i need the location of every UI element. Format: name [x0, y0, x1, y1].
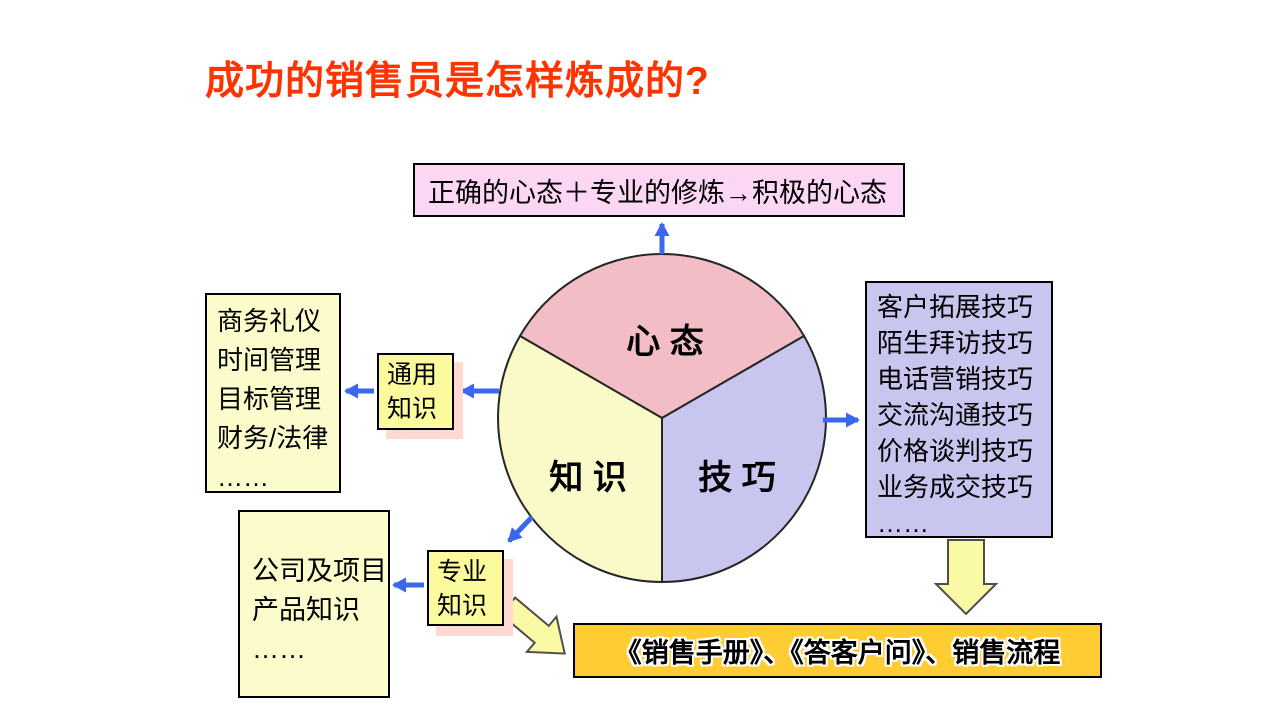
- list-item: 客户拓展技巧: [877, 292, 1034, 322]
- list-item: ……: [252, 634, 306, 664]
- list-item: 价格谈判技巧: [877, 436, 1034, 466]
- block-arrow-down-icon: [933, 539, 999, 616]
- list-item: 交流沟通技巧: [877, 400, 1034, 430]
- pie-slice-mindset: [518, 253, 806, 420]
- professional-knowledge-label-line: 知识: [437, 592, 488, 620]
- list-item: 产品知识: [252, 595, 360, 625]
- list-item: 商务礼仪: [217, 306, 322, 336]
- list-item: 陌生拜访技巧: [877, 328, 1034, 358]
- pie-label-knowledge: 知 识: [549, 459, 627, 497]
- list-item: 财务/法律: [217, 423, 329, 453]
- mindset-formula-text: 正确的心态＋专业的修炼→积极的心态: [428, 177, 887, 208]
- pie-label-skill: 技 巧: [698, 459, 776, 497]
- list-item: ……: [877, 508, 929, 538]
- list-item: 业务成交技巧: [877, 472, 1034, 502]
- slide-title: 成功的销售员是怎样炼成的?: [205, 60, 710, 103]
- pie-slice-knowledge: [497, 334, 663, 584]
- list-item: 目标管理: [217, 384, 322, 414]
- general-knowledge-label-line: 通用: [387, 361, 438, 389]
- professional-knowledge-label-line: 专业: [437, 558, 488, 586]
- company-product-knowledge-box: 公司及项目 产品知识 ……: [238, 510, 390, 698]
- list-item: 公司及项目: [252, 556, 387, 586]
- sales-materials-bar: 《销售手册》、《答客户问》、销售流程: [573, 623, 1102, 678]
- mindset-formula-box: 正确的心态＋专业的修炼→积极的心态: [413, 163, 905, 217]
- pie-label-mindset: 心 态: [626, 323, 704, 361]
- list-item: 时间管理: [217, 345, 322, 375]
- pie-slice-skill: [661, 334, 827, 584]
- list-item: ……: [217, 462, 269, 492]
- general-knowledge-box: 通用 知识: [377, 353, 454, 430]
- sales-materials-text: 《销售手册》、《答客户问》、销售流程: [614, 638, 1061, 668]
- list-item: 电话营销技巧: [877, 364, 1034, 394]
- skills-detail-box: 客户拓展技巧 陌生拜访技巧 电话营销技巧 交流沟通技巧 价格谈判技巧 业务成交技…: [865, 281, 1053, 538]
- general-knowledge-label-line: 知识: [387, 395, 438, 423]
- general-knowledge-detail-box: 商务礼仪 时间管理 目标管理 财务/法律 ……: [205, 293, 341, 493]
- professional-knowledge-box: 专业 知识: [427, 550, 504, 626]
- arrow-pie-to-professional-knowledge: [507, 515, 534, 543]
